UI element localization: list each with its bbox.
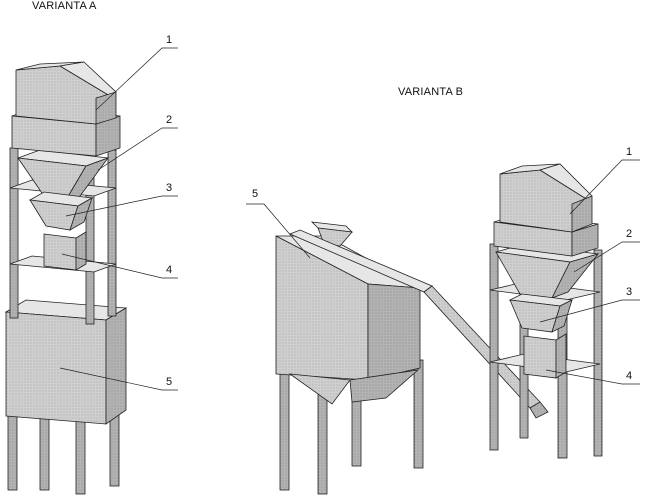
variant-b-callout-5: 5 (252, 188, 259, 200)
variant-b-title: VARIANTA B (398, 86, 464, 98)
variant-b-leaders (246, 159, 640, 385)
variant-a-legs (7, 411, 120, 495)
variant-a-callout-2: 2 (166, 114, 173, 126)
variant-b-unit-4 (523, 333, 567, 379)
variant-b-machine (275, 163, 603, 495)
variant-a-callout-3: 3 (166, 182, 173, 194)
variant-b-callout-2: 2 (626, 228, 633, 240)
variant-a-title: VARIANTA A (32, 0, 97, 12)
variant-a-callout-4: 4 (166, 264, 173, 276)
variant-a-bunker (4, 299, 128, 425)
variant-a-callout-1: 1 (166, 34, 173, 46)
variant-a-leaders (59, 47, 178, 391)
variant-a-unit-4 (43, 231, 87, 271)
variant-a-top-box (11, 61, 121, 157)
variant-b-callout-1: 1 (626, 146, 633, 158)
variant-a-unit-3 (28, 191, 94, 231)
variant-b-bunker (275, 235, 421, 405)
variant-b-callout-3: 3 (626, 286, 633, 298)
variant-a-machine (4, 61, 128, 495)
variant-b-callout-4: 4 (626, 370, 633, 382)
variant-a-callout-5: 5 (166, 376, 173, 388)
variant-b-top-box (493, 163, 599, 257)
variant-b-unit-3 (508, 293, 574, 333)
